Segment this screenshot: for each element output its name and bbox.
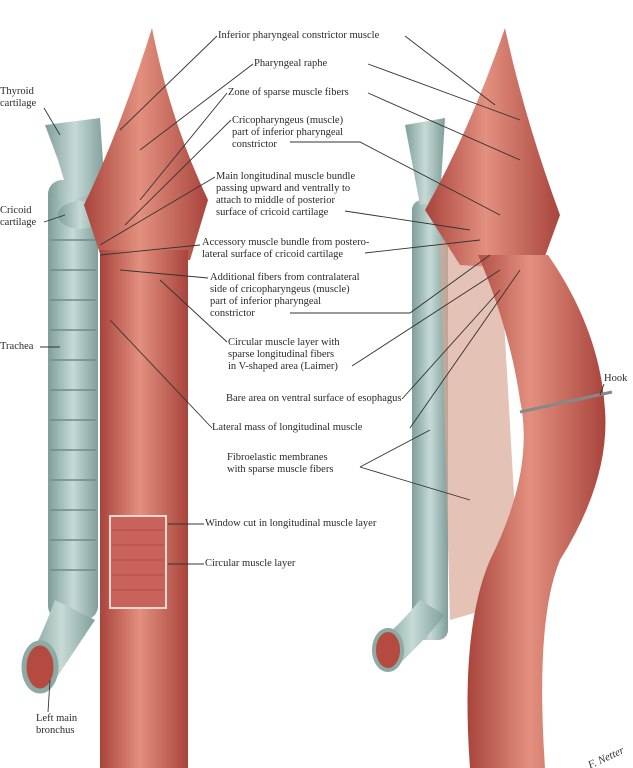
label-circular-laimer: Circular muscle layer with sparse longit…: [228, 337, 340, 372]
label-window-cut: Window cut in longitudinal muscle layer: [205, 518, 377, 529]
label-zone-sparse-fibers: Zone of sparse muscle fibers: [228, 87, 349, 98]
left-pharynx: [84, 28, 208, 260]
left-circular-fibers: [112, 529, 164, 591]
label-lateral-mass: Lateral mass of longitudinal muscle: [212, 422, 363, 433]
hook: [519, 390, 613, 414]
label-fibroelastic-membranes: Fibroelastic membranes with sparse muscl…: [227, 452, 334, 475]
left-trachea: [21, 180, 98, 694]
label-additional-fibers: Additional fibers from contralateral sid…: [210, 272, 360, 319]
label-inferior-pharyngeal-constrictor: Inferior pharyngeal constrictor muscle: [218, 30, 380, 41]
label-pharyngeal-raphe: Pharyngeal raphe: [254, 58, 328, 69]
left-trachea-rings: [50, 239, 96, 571]
label-left-main-bronchus: Left main bronchus: [36, 713, 78, 736]
label-accessory-bundle: Accessory muscle bundle from postero- la…: [202, 237, 370, 260]
right-esophagus: [467, 255, 606, 768]
label-main-longitudinal-bundle: Main longitudinal muscle bundle passing …: [216, 171, 356, 218]
right-thyroid-cartilage: [405, 118, 445, 205]
label-thyroid-cartilage: Thyroid cartilage: [0, 86, 37, 109]
leader-lines: [40, 35, 605, 713]
label-hook: Hook: [604, 373, 628, 384]
right-pharynx: [425, 28, 560, 270]
label-cricoid-cartilage: Cricoid cartilage: [0, 205, 37, 228]
label-cricopharyngeus: Cricopharyngeus (muscle) part of inferio…: [232, 115, 344, 150]
label-trachea: Trachea: [0, 341, 34, 352]
left-thyroid-cartilage: [45, 118, 105, 200]
left-window-cut: [109, 515, 167, 609]
label-bare-area: Bare area on ventral surface of esophagu…: [226, 393, 402, 404]
left-esophagus: [100, 250, 188, 768]
label-circular-muscle-layer: Circular muscle layer: [205, 558, 296, 569]
